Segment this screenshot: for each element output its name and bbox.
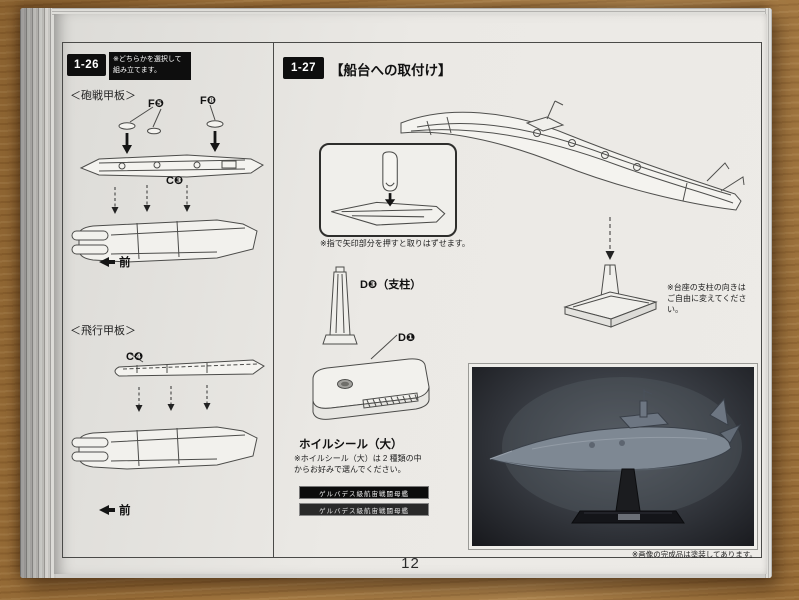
part-label-f8: F❽: [200, 95, 217, 107]
dashed-assembly-arrows: [114, 185, 188, 207]
step-badge-1-27: 1-27: [283, 57, 324, 79]
down-arrow-icon: [384, 193, 396, 207]
front-label: 前: [119, 257, 131, 269]
flight-deck-assembly-drawing: [71, 352, 265, 470]
content-frame: 1-26 ※どちらかを選択して 組み立てます。 ＜砲戦甲板＞: [62, 42, 762, 559]
part-label-f5: F❺: [148, 98, 165, 110]
painted-model-image: [488, 377, 742, 524]
nameplate-sticker-option-1: ゲルバデス級航宙戦闘母艦: [299, 486, 429, 499]
page-stack-top-edge: [52, 8, 772, 16]
part-label-d3-pillar: D❸（支柱）: [360, 279, 422, 291]
step-1-27-title: 【船台への取付け】: [330, 63, 452, 78]
page-stack-right-edge: [765, 8, 772, 578]
photo-painted-note: ※画像の完成品は塗装してあります。: [631, 550, 757, 559]
down-arrow-icon: [122, 131, 220, 154]
front-arrow-icon: [99, 505, 115, 515]
gun-deck-assembly-drawing: [71, 104, 264, 263]
front-direction-1: 前: [99, 254, 131, 270]
stand-base-drawing: [312, 334, 430, 420]
foil-sticker-note: ※ホイルシール（大）は 2 種類の中 からお好みで選んでください。: [294, 454, 422, 475]
completed-model-photo: [468, 363, 758, 550]
manual-page: 1-26 ※どちらかを選択して 組み立てます。 ＜砲戦甲板＞: [54, 14, 767, 574]
release-detail-inset: [319, 143, 457, 237]
instruction-booklet: 1-26 ※どちらかを選択して 組み立てます。 ＜砲戦甲板＞: [20, 8, 772, 578]
support-pillar-drawing: [322, 266, 358, 345]
foil-sticker-label: ホイルシール（大）: [299, 439, 403, 451]
finger-icon: [382, 151, 398, 192]
step-badge-1-26: 1-26: [67, 54, 106, 76]
front-direction-2: 前: [99, 502, 131, 518]
battleship-line-drawing: [400, 100, 745, 211]
page-number: 12: [401, 555, 420, 572]
select-note-box: ※どちらかを選択して 組み立てます。: [109, 52, 191, 80]
front-label: 前: [119, 505, 131, 517]
pedestal-orientation-note: ※台座の支柱の向きは ご自由に変えてください。: [667, 283, 747, 315]
flight-deck-section-title: ＜飛行甲板＞: [70, 325, 136, 337]
part-label-c4: C❹: [126, 351, 144, 363]
display-stand-drawing: [563, 217, 658, 328]
part-label-d1-base: D❶: [398, 332, 416, 344]
front-arrow-icon: [99, 257, 115, 267]
part-label-c3: C❸: [166, 175, 184, 187]
column-divider: [273, 43, 274, 557]
release-note: ※指で矢印部分を押すと取りはずせます。: [320, 239, 470, 248]
gun-deck-section-title: ＜砲戦甲板＞: [70, 90, 136, 102]
nameplate-sticker-option-2: ゲルバデス級航宙戦闘母艦: [299, 503, 429, 516]
dashed-assembly-arrows: [138, 385, 208, 405]
page-stack-left-edges: [20, 8, 56, 578]
finger-press-drawing: [331, 151, 446, 226]
